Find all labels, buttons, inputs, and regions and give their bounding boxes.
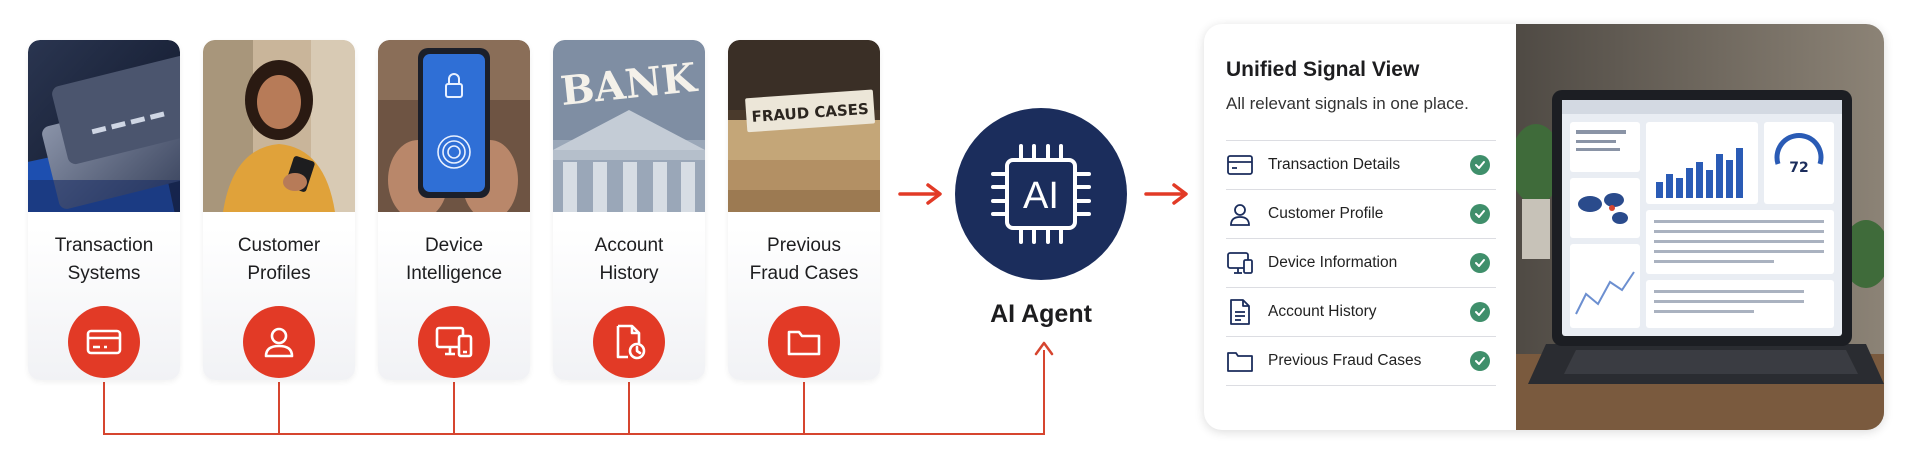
phone-photo xyxy=(378,40,530,212)
gauge-value: 72 xyxy=(1789,160,1808,176)
ai-agent-badge: AI xyxy=(955,108,1127,280)
signal-label: Device Information xyxy=(1268,254,1398,271)
user-icon xyxy=(1226,200,1254,228)
credit-card-icon xyxy=(1226,151,1254,179)
signal-row-transaction: Transaction Details xyxy=(1226,140,1496,189)
signal-label: Transaction Details xyxy=(1268,156,1401,173)
check-icon xyxy=(1470,253,1490,273)
user-icon xyxy=(243,306,315,378)
fraud-folders-photo: FRAUD CASES xyxy=(728,40,880,212)
arrow-to-agent xyxy=(898,183,942,205)
signal-label: Previous Fraud Cases xyxy=(1268,352,1422,369)
check-icon xyxy=(1470,302,1490,322)
laptop-dashboard-photo: 72 xyxy=(1516,24,1884,430)
check-icon xyxy=(1470,155,1490,175)
arrowhead-up xyxy=(1034,341,1054,356)
folder-icon xyxy=(1226,347,1254,375)
document-clock-icon xyxy=(593,306,665,378)
signal-row-device: Device Information xyxy=(1226,238,1496,287)
panel-title: Unified Signal View xyxy=(1226,58,1420,81)
credit-cards-photo xyxy=(28,40,180,212)
arrow-to-panel xyxy=(1144,183,1188,205)
check-icon xyxy=(1470,204,1490,224)
devices-icon xyxy=(418,306,490,378)
connector-transactions xyxy=(103,350,1045,435)
ai-agent-label: AI Agent xyxy=(990,300,1092,328)
signal-label: Customer Profile xyxy=(1268,205,1384,222)
credit-card-icon xyxy=(68,306,140,378)
chip-icon: AI xyxy=(991,144,1091,244)
unified-signal-panel: Unified Signal View All relevant signals… xyxy=(1204,24,1884,430)
signal-row-customer: Customer Profile xyxy=(1226,189,1496,238)
signal-row-fraud: Previous Fraud Cases xyxy=(1226,336,1496,386)
panel-subtitle: All relevant signals in one place. xyxy=(1226,94,1469,113)
chip-text: AI xyxy=(1023,175,1059,217)
signal-list: Transaction Details Customer Profile Dev… xyxy=(1226,140,1496,386)
document-icon xyxy=(1226,298,1254,326)
check-icon xyxy=(1470,351,1490,371)
customer-photo xyxy=(203,40,355,212)
signal-row-account: Account History xyxy=(1226,287,1496,336)
bank-photo: BANK xyxy=(553,40,705,212)
folder-icon xyxy=(768,306,840,378)
signal-label: Account History xyxy=(1268,303,1377,320)
monitor-icon xyxy=(1226,249,1254,277)
